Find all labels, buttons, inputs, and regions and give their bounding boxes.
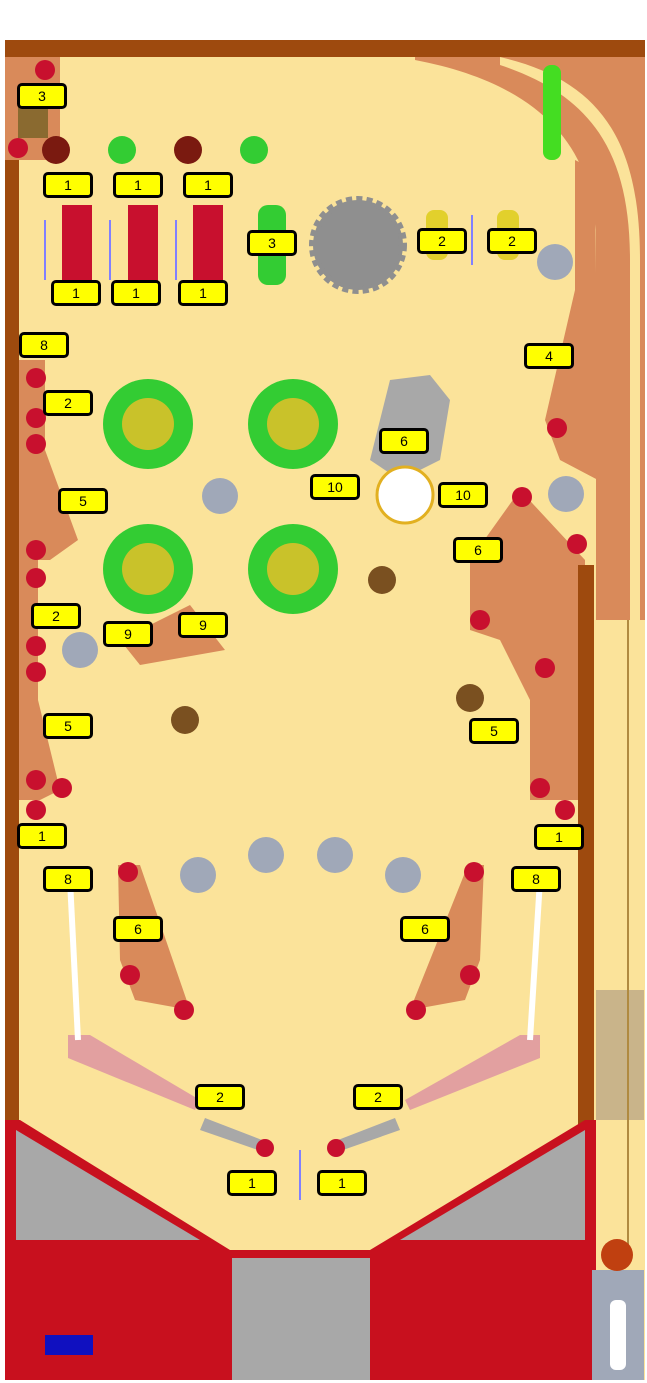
small-bumper-center bbox=[202, 478, 238, 514]
rubber-post-topleft-2 bbox=[8, 138, 28, 158]
rubber-right-3 bbox=[470, 610, 490, 630]
lbl-2-yellow-2: 2 bbox=[487, 228, 537, 254]
center-saucer bbox=[377, 467, 433, 523]
lbl-1-drop-top-2: 1 bbox=[113, 172, 163, 198]
rubber-right-4 bbox=[535, 658, 555, 678]
pop-bumper-4-core bbox=[267, 543, 319, 595]
lbl-1-drop-bot-2: 1 bbox=[111, 280, 161, 306]
plunger-ball bbox=[601, 1239, 633, 1271]
drop-target-2 bbox=[128, 205, 158, 290]
rubber-left-9 bbox=[52, 778, 72, 798]
sling-post-l1 bbox=[118, 862, 138, 882]
lbl-2-left-flipper: 2 bbox=[195, 1084, 245, 1110]
lower-bumper-4 bbox=[385, 857, 421, 893]
spinner-wheel bbox=[313, 200, 403, 290]
lbl-10-right: 10 bbox=[438, 482, 488, 508]
lbl-5-right: 5 bbox=[469, 718, 519, 744]
lbl-8-left-top: 8 bbox=[19, 332, 69, 358]
pop-bumper-2-core bbox=[267, 398, 319, 450]
lbl-8-left-low: 8 bbox=[43, 866, 93, 892]
flipper-post-left bbox=[256, 1139, 274, 1157]
rubber-right-2 bbox=[567, 534, 587, 554]
lower-bumper-3 bbox=[317, 837, 353, 873]
lbl-6-right-sling: 6 bbox=[400, 916, 450, 942]
plunger bbox=[610, 1300, 626, 1370]
pop-bumper-1-core bbox=[122, 398, 174, 450]
sling-post-l3 bbox=[174, 1000, 194, 1020]
rubber-post-topleft-1 bbox=[35, 60, 55, 80]
lbl-2-right-flipper: 2 bbox=[353, 1084, 403, 1110]
rubber-left-8 bbox=[26, 770, 46, 790]
lbl-1-drop-top-1: 1 bbox=[43, 172, 93, 198]
lbl-1-left-bottom: 1 bbox=[227, 1170, 277, 1196]
rollover-4 bbox=[240, 136, 268, 164]
sling-post-r3 bbox=[406, 1000, 426, 1020]
lbl-9-left: 9 bbox=[103, 621, 153, 647]
flipper-post-right bbox=[327, 1139, 345, 1157]
hole-left bbox=[171, 706, 199, 734]
rollover-1 bbox=[42, 136, 70, 164]
lbl-6-right-upper: 6 bbox=[453, 537, 503, 563]
lbl-4-right: 4 bbox=[524, 343, 574, 369]
lower-bumper-1 bbox=[180, 857, 216, 893]
rubber-left-5 bbox=[26, 568, 46, 588]
sling-post-r2 bbox=[460, 965, 480, 985]
rubber-left-1 bbox=[26, 368, 46, 388]
lbl-1-right-bottom: 1 bbox=[317, 1170, 367, 1196]
lbl-10-left: 10 bbox=[310, 474, 360, 500]
pop-bumper-3-core bbox=[122, 543, 174, 595]
rubber-left-3 bbox=[26, 434, 46, 454]
rollover-2 bbox=[108, 136, 136, 164]
lower-bumper-2 bbox=[248, 837, 284, 873]
top-wall bbox=[5, 40, 645, 57]
lbl-8-right-low: 8 bbox=[511, 866, 561, 892]
left-wall bbox=[5, 160, 19, 1120]
apron-blue-plate bbox=[45, 1335, 93, 1355]
lbl-5-left-lower: 5 bbox=[43, 713, 93, 739]
lbl-1-drop-bot-3: 1 bbox=[178, 280, 228, 306]
lbl-6-left-sling: 6 bbox=[113, 916, 163, 942]
lbl-5-left-upper: 5 bbox=[58, 488, 108, 514]
shooter-lane-shade bbox=[596, 990, 644, 1120]
lbl-9-right: 9 bbox=[178, 612, 228, 638]
drop-target-1 bbox=[62, 205, 92, 290]
rubber-left-7 bbox=[26, 662, 46, 682]
rubber-left-4 bbox=[26, 540, 46, 560]
lbl-3-topleft: 3 bbox=[17, 83, 67, 109]
rollover-3 bbox=[174, 136, 202, 164]
small-bumper-right-1 bbox=[537, 244, 573, 280]
lbl-3-green-target: 3 bbox=[247, 230, 297, 256]
green-kickback bbox=[543, 65, 561, 160]
lbl-1-drop-bot-1: 1 bbox=[51, 280, 101, 306]
apron-center-gray bbox=[232, 1258, 370, 1380]
sling-post-r1 bbox=[464, 862, 484, 882]
lbl-1-drop-top-3: 1 bbox=[183, 172, 233, 198]
lbl-1-right-outlane: 1 bbox=[534, 824, 584, 850]
hole-right bbox=[456, 684, 484, 712]
lbl-6-center: 6 bbox=[379, 428, 429, 454]
lbl-2-left-upper: 2 bbox=[43, 390, 93, 416]
rubber-right-1 bbox=[512, 487, 532, 507]
small-bumper-left bbox=[62, 632, 98, 668]
hole-center bbox=[368, 566, 396, 594]
rubber-right-6 bbox=[555, 800, 575, 820]
lbl-1-left-outlane: 1 bbox=[17, 823, 67, 849]
lbl-2-left-mid: 2 bbox=[31, 603, 81, 629]
rubber-left-6 bbox=[26, 636, 46, 656]
small-bumper-right-2 bbox=[548, 476, 584, 512]
sling-post-l2 bbox=[120, 965, 140, 985]
drop-target-3 bbox=[193, 205, 223, 290]
lbl-2-yellow-1: 2 bbox=[417, 228, 467, 254]
rubber-right-upper bbox=[547, 418, 567, 438]
rubber-right-5 bbox=[530, 778, 550, 798]
rubber-left-10 bbox=[26, 800, 46, 820]
